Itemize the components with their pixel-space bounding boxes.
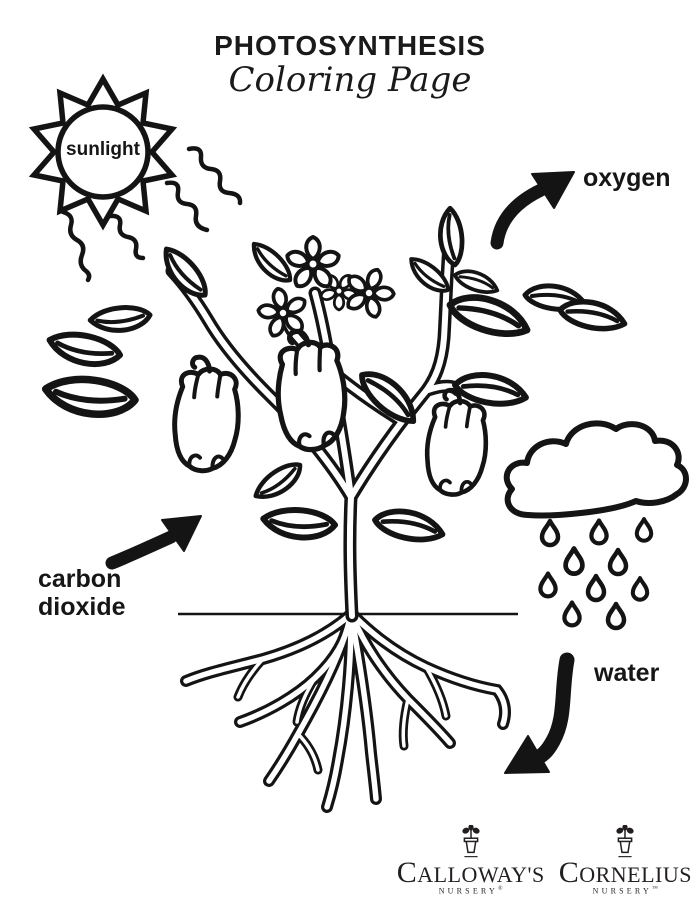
raindrop-icons [540, 519, 651, 628]
registered-mark: ® [498, 886, 506, 893]
calloways-logo: CALLOWAY'S NURSERY® [397, 825, 545, 896]
nursery-logos: CALLOWAY'S NURSERY® CORNELIUS NURSERY™ [397, 825, 692, 896]
potted-plant-icon [462, 825, 480, 858]
cornelius-wordmark: CORNELIUS [558, 856, 692, 890]
sun-icon [28, 73, 178, 231]
sun-squiggle-rays-icon [60, 146, 243, 283]
carbon-dioxide-label-line2: dioxide [38, 593, 126, 621]
calloways-nursery-text: NURSERY® [438, 886, 506, 896]
water-arrow-icon [504, 652, 575, 774]
potted-plant-icon [616, 825, 635, 858]
calloways-wordmark: CALLOWAY'S [396, 856, 545, 890]
page-title: PHOTOSYNTHESIS [214, 30, 486, 61]
cornelius-nursery-text: NURSERY™ [592, 886, 662, 896]
page-subtitle: Coloring Page [228, 60, 472, 100]
carbon-dioxide-label-line1: carbon [38, 565, 122, 593]
carbon-dioxide-arrow-icon [105, 515, 202, 570]
trademark-mark: ™ [651, 886, 662, 893]
water-label: water [594, 659, 660, 687]
sunlight-label: sunlight [66, 139, 140, 160]
oxygen-label: oxygen [583, 164, 671, 192]
plant-roots-illustration [186, 615, 505, 807]
rain-cloud-icon [503, 420, 689, 628]
carbon-dioxide-label: carbon dioxide [38, 565, 126, 621]
oxygen-arrow-icon [490, 171, 575, 250]
cornelius-logo: CORNELIUS NURSERY™ [559, 825, 692, 896]
